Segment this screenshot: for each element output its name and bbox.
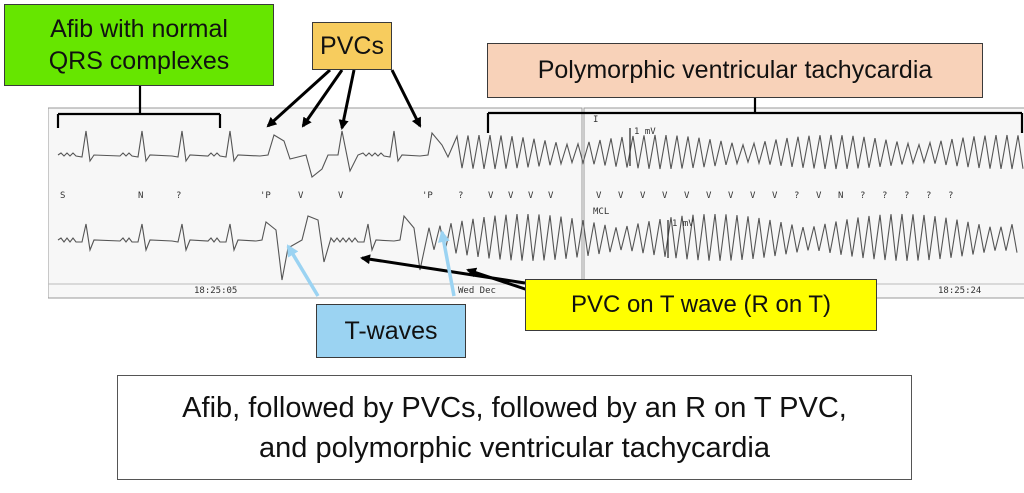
ecg-trace-top — [57, 130, 1024, 178]
beat-label: ? — [882, 191, 887, 201]
afib-label-line2: QRS complexes — [48, 47, 230, 75]
beat-label: V — [338, 191, 344, 201]
r-on-t-label-box: PVC on T wave (R on T) — [525, 279, 877, 331]
beat-label: ? — [794, 191, 799, 201]
ecg-panel-right — [583, 107, 1024, 299]
beat-label: V — [640, 191, 646, 201]
twave-arrows — [286, 230, 456, 297]
lead-marker: I — [593, 115, 598, 125]
beat-label: V — [662, 191, 668, 201]
poly-vt-label: Polymorphic ventricular tachycardia — [537, 56, 933, 84]
beat-label: ? — [860, 191, 865, 201]
beat-label: V — [528, 191, 534, 201]
beat-label: V — [548, 191, 554, 201]
poly-vt-label-box: Polymorphic ventricular tachycardia — [487, 43, 983, 98]
beat-label: V — [508, 191, 514, 201]
beat-label: N — [838, 191, 843, 201]
poly-bracket — [486, 98, 1024, 133]
beat-label: V — [728, 191, 734, 201]
beat-label: 'P — [260, 191, 271, 201]
pvc-arrows — [266, 68, 422, 130]
beat-label: ? — [904, 191, 909, 201]
pvcs-label: PVCs — [320, 31, 384, 60]
beat-label: ? — [458, 191, 463, 201]
beat-label: V — [298, 191, 304, 201]
calibration-label-2: 1 mV — [672, 219, 694, 229]
beat-label: V — [488, 191, 494, 201]
ecg-panel-left — [48, 107, 583, 299]
beat-label: S — [60, 191, 65, 201]
beat-label: ? — [176, 191, 181, 201]
summary-box: Afib, followed by PVCs, followed by an R… — [117, 375, 912, 480]
date-partial: Wed Dec — [458, 286, 496, 296]
calibration-label-1: 1 mV — [634, 127, 656, 137]
beat-label: 'P — [422, 191, 433, 201]
afib-label-box: Afib with normal QRS complexes — [4, 4, 274, 86]
beat-labels: S N? 'P V V 'P? V V V V V V V V V V V V V? V N????? — [60, 191, 953, 201]
lead-mcl: MCL — [593, 207, 609, 217]
summary-line2: and polymorphic ventricular tachycardia — [259, 431, 770, 464]
beat-label: V — [772, 191, 778, 201]
beat-label: ? — [948, 191, 953, 201]
beat-label: V — [596, 191, 602, 201]
beat-label: V — [684, 191, 690, 201]
beat-label: V — [706, 191, 712, 201]
timestamp-left: 18:25:05 — [194, 286, 237, 296]
twaves-label-box: T-waves — [316, 304, 466, 358]
beat-label: ? — [926, 191, 931, 201]
summary-line1: Afib, followed by PVCs, followed by an R… — [182, 391, 847, 424]
beat-label: V — [618, 191, 624, 201]
beat-label: V — [750, 191, 756, 201]
ecg-strip: S N? 'P V V 'P? V V V V V V V V V V V V V? V N????? I 1 mV M… — [48, 107, 1024, 299]
beat-label: N — [138, 191, 143, 201]
ront-arrows — [360, 254, 529, 292]
ecg-trace-bottom — [57, 213, 1018, 281]
pvcs-label-box: PVCs — [312, 22, 392, 70]
timestamp-right: 18:25:24 — [938, 286, 981, 296]
beat-label: V — [816, 191, 822, 201]
twaves-label: T-waves — [344, 316, 438, 345]
afib-label-line1: Afib with normal — [50, 15, 228, 43]
afib-bracket — [56, 86, 222, 128]
r-on-t-label: PVC on T wave (R on T) — [570, 291, 832, 318]
